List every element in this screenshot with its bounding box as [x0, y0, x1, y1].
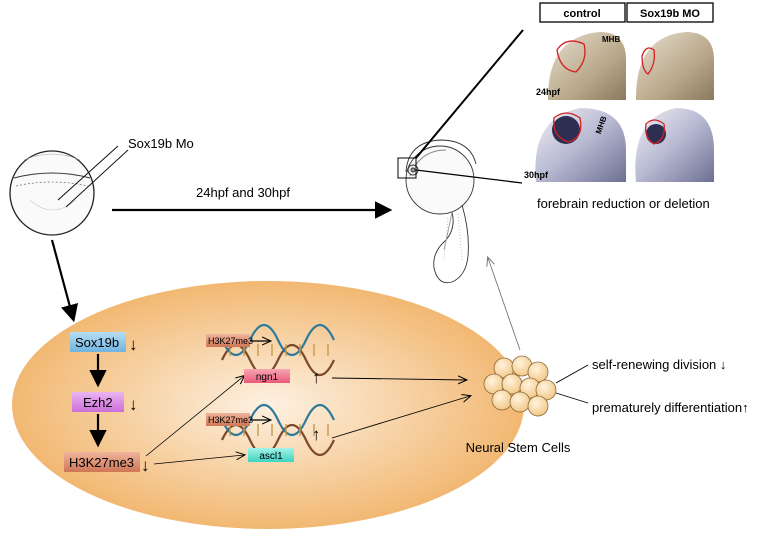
ascl1-label: ascl1 — [259, 451, 283, 462]
sox19b-box — [70, 332, 126, 352]
row2-label: 30hpf — [524, 170, 549, 180]
dna-mark-box-1 — [206, 334, 250, 347]
dna-mark-label-2: H3K27me3 — [208, 415, 253, 425]
egg-to-cell-arrow — [50, 239, 79, 323]
h3k27me3-to-ngn1-arrow — [145, 376, 244, 457]
h3k27me3-label: H3K27me3 — [69, 455, 134, 470]
inset-line-bottom — [415, 169, 523, 184]
photo-mo-24hpf — [630, 28, 714, 100]
dna-mark-box-2 — [206, 413, 250, 426]
ngn1-to-nsc-arrow — [331, 378, 466, 380]
nsc-label: Neural Stem Cells — [466, 440, 571, 455]
h3k27me3-down-arrow: ↓ — [141, 456, 150, 475]
injection-line-2 — [57, 145, 119, 201]
zebrafish-embryo-drawing — [405, 139, 477, 284]
timepoint-label: 24hpf and 30hpf — [196, 185, 290, 200]
ezh2-box — [72, 392, 124, 412]
ezh2-label: Ezh2 — [83, 395, 113, 410]
photo-control-30hpf — [530, 106, 626, 182]
ezh2-down-arrow: ↓ — [129, 395, 138, 414]
ngn1-box — [244, 369, 290, 383]
header-mo-label: Sox19b MO — [640, 8, 700, 20]
mhb-label-1: MHB — [602, 35, 620, 44]
nsc-to-outcome2-line — [555, 392, 589, 404]
header-control-label: control — [563, 8, 600, 20]
nsc-to-embryo-arrow — [488, 258, 521, 351]
ngn1-up-arrow: ↑ — [312, 368, 321, 387]
outcome1-label: self-renewing division ↓ — [592, 357, 726, 372]
injection-line-1 — [65, 149, 129, 208]
injection-label: Sox19b Mo — [128, 136, 194, 151]
ascl1-up-arrow: ↑ — [312, 425, 321, 444]
dna-helix-ascl1 — [221, 403, 335, 457]
nsc-to-outcome1-line — [555, 364, 589, 384]
row1-label: 24hpf — [536, 87, 561, 97]
inset-line-top — [415, 29, 524, 159]
zebrafish-egg-drawing — [9, 150, 95, 236]
sox19b-label: Sox19b — [75, 335, 119, 350]
ascl1-to-nsc-arrow — [331, 396, 470, 439]
dna-helix-ngn1 — [221, 323, 335, 377]
ascl1-box — [248, 448, 294, 462]
h3k27me3-box — [64, 452, 140, 472]
ngn1-label: ngn1 — [256, 372, 279, 383]
forebrain-inset-box — [397, 157, 417, 179]
photo-mo-30hpf — [630, 106, 714, 182]
header-mo — [626, 2, 714, 23]
photo-control-24hpf — [540, 28, 626, 100]
outcome2-label: prematurely differentiation↑ — [592, 400, 749, 415]
dna-mark-label-1: H3K27me3 — [208, 336, 253, 346]
neural-stem-cell-cluster — [483, 355, 557, 417]
phenotype-caption: forebrain reduction or deletion — [537, 196, 710, 211]
header-control — [539, 2, 626, 23]
sox19b-down-arrow: ↓ — [129, 335, 138, 354]
h3k27me3-to-ascl1-arrow — [153, 455, 244, 465]
